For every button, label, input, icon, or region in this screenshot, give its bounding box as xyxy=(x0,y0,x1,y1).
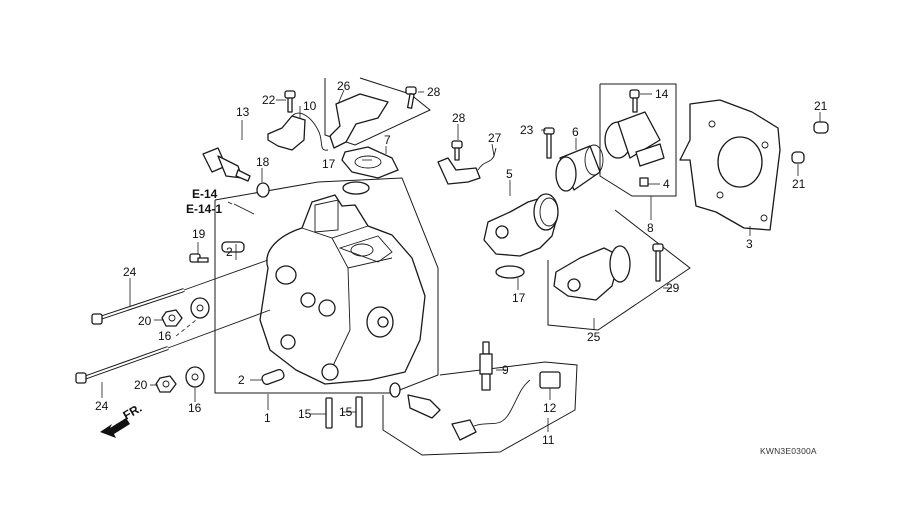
callout-17-lower: 17 xyxy=(512,291,526,305)
callout-26: 26 xyxy=(337,79,351,93)
callout-10: 10 xyxy=(303,99,317,113)
callout-7: 7 xyxy=(384,133,391,147)
leader-lines xyxy=(101,89,821,432)
callout-labels: 22 10 26 28 13 18 17 7 28 27 23 6 5 14 4… xyxy=(95,79,828,447)
valve-guide-lower xyxy=(261,369,285,385)
harness-bracket xyxy=(267,115,306,151)
dowel-pin-lower xyxy=(791,151,805,164)
callout-27: 27 xyxy=(488,131,502,145)
callout-4: 4 xyxy=(663,177,670,191)
intake-pipe xyxy=(483,193,559,257)
reference-label-e14: E-14 xyxy=(192,187,218,201)
callout-15-a: 15 xyxy=(298,407,312,421)
callout-29: 29 xyxy=(666,281,680,295)
callout-16-upper: 16 xyxy=(158,329,172,343)
callout-5: 5 xyxy=(506,167,513,181)
reference-label-e14-1: E-14-1 xyxy=(186,202,222,216)
spark-plug xyxy=(479,341,493,391)
callout-21-upper: 21 xyxy=(814,99,828,113)
band-group-frame xyxy=(599,83,677,197)
cylinder-head xyxy=(259,194,426,385)
washer-lower xyxy=(185,366,205,388)
o2-sensor xyxy=(389,371,561,441)
front-arrow-icon xyxy=(100,418,130,438)
callout-14: 14 xyxy=(655,87,669,101)
callout-22: 22 xyxy=(262,93,276,107)
bolt-14 xyxy=(629,89,640,113)
callout-9: 9 xyxy=(502,363,509,377)
callout-17-upper: 17 xyxy=(322,157,336,171)
bolt-23 xyxy=(543,127,555,159)
callout-18: 18 xyxy=(256,155,270,169)
insulator-gasket xyxy=(341,146,399,179)
washer-upper xyxy=(190,297,210,319)
callout-3: 3 xyxy=(746,237,753,251)
o-ring xyxy=(342,181,370,195)
valve-guide-upper xyxy=(221,241,245,253)
bolt-28-lower xyxy=(451,140,463,161)
intake-pipe-group-frame xyxy=(547,209,691,331)
intake-o-ring xyxy=(495,265,525,279)
callout-28-upper: 28 xyxy=(427,85,441,99)
stud-a xyxy=(325,397,333,429)
callout-6: 6 xyxy=(572,125,579,139)
callout-11: 11 xyxy=(542,433,555,447)
nut-lower xyxy=(155,375,177,393)
cylinder-head-group-frame xyxy=(214,177,439,394)
callout-20-upper: 20 xyxy=(138,314,152,328)
callout-2-upper: 2 xyxy=(226,245,233,259)
bolt-28-upper xyxy=(405,86,417,109)
callout-24-lower: 24 xyxy=(95,399,109,413)
bolt-22 xyxy=(284,90,296,113)
bracket-group-frame xyxy=(324,77,431,146)
bracket-27 xyxy=(437,157,481,185)
callout-21-lower: 21 xyxy=(792,177,806,191)
clamp-band xyxy=(604,111,665,187)
temperature-sensor xyxy=(202,147,251,182)
callout-2-lower: 2 xyxy=(238,373,245,387)
callout-20-lower: 20 xyxy=(134,378,148,392)
stud-b xyxy=(355,396,363,428)
callout-24-upper: 24 xyxy=(123,265,137,279)
bolt-19 xyxy=(189,253,209,263)
callout-28-lower: 28 xyxy=(452,111,466,125)
callout-12: 12 xyxy=(543,401,557,415)
stud-bolt-upper xyxy=(91,288,185,325)
diagram-code: KWN3E0300A xyxy=(760,446,817,456)
callout-23: 23 xyxy=(520,123,534,137)
nut-upper xyxy=(161,309,183,327)
bolt-29 xyxy=(652,243,664,282)
callout-13: 13 xyxy=(236,105,250,119)
callout-8: 8 xyxy=(647,221,654,235)
callout-15-b: 15 xyxy=(339,405,353,419)
callout-1: 1 xyxy=(264,411,271,425)
stud-bolt-lower xyxy=(75,346,169,384)
callout-19: 19 xyxy=(192,227,206,241)
insulator-band xyxy=(555,144,604,192)
callout-16-lower: 16 xyxy=(188,401,202,415)
wire-bracket xyxy=(329,93,389,149)
sensor-group-frame xyxy=(382,361,578,456)
sealing-washer xyxy=(256,182,270,198)
cylinder-gasket xyxy=(679,99,781,231)
intake-manifold xyxy=(553,245,631,301)
callout-25: 25 xyxy=(587,330,601,344)
dowel-pin-upper xyxy=(813,121,829,134)
